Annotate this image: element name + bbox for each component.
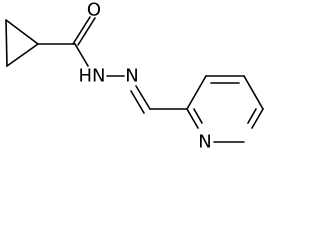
bond-carbonyl-to-nh (74, 43, 89, 67)
bond-carbonyl-o-1 (72, 16, 91, 45)
bond-n-to-ch (135, 85, 151, 110)
nh-label: HN (79, 66, 106, 87)
imine-n-label: N (125, 66, 138, 87)
bond-py-c4-c5 (243, 75, 264, 110)
pyridine-ring (186, 75, 264, 143)
bond-py-n-c2-inner (193, 108, 203, 124)
bond-py-c5-c6 (251, 108, 264, 129)
bond-py-c2-c3 (186, 75, 207, 110)
pyridine-n-label: N (198, 132, 211, 153)
bond-cp-bottom-top (5, 19, 8, 67)
bond-carbonyl-o-2 (77, 17, 96, 46)
bond-py-n-c2 (186, 108, 199, 129)
bond-py-c5-c6-inner (247, 108, 257, 124)
bond-cp-top-right (5, 19, 39, 45)
molecule-diagram: O HN N N (5, 0, 264, 153)
cyclopropane-ring (5, 19, 39, 67)
carbonyl-group (37, 16, 96, 67)
bond-imine-double (130, 90, 145, 114)
hydrazone-linkage (106, 75, 188, 114)
bond-cp-right-bottom (6, 43, 39, 67)
oxygen-label: O (87, 0, 101, 21)
